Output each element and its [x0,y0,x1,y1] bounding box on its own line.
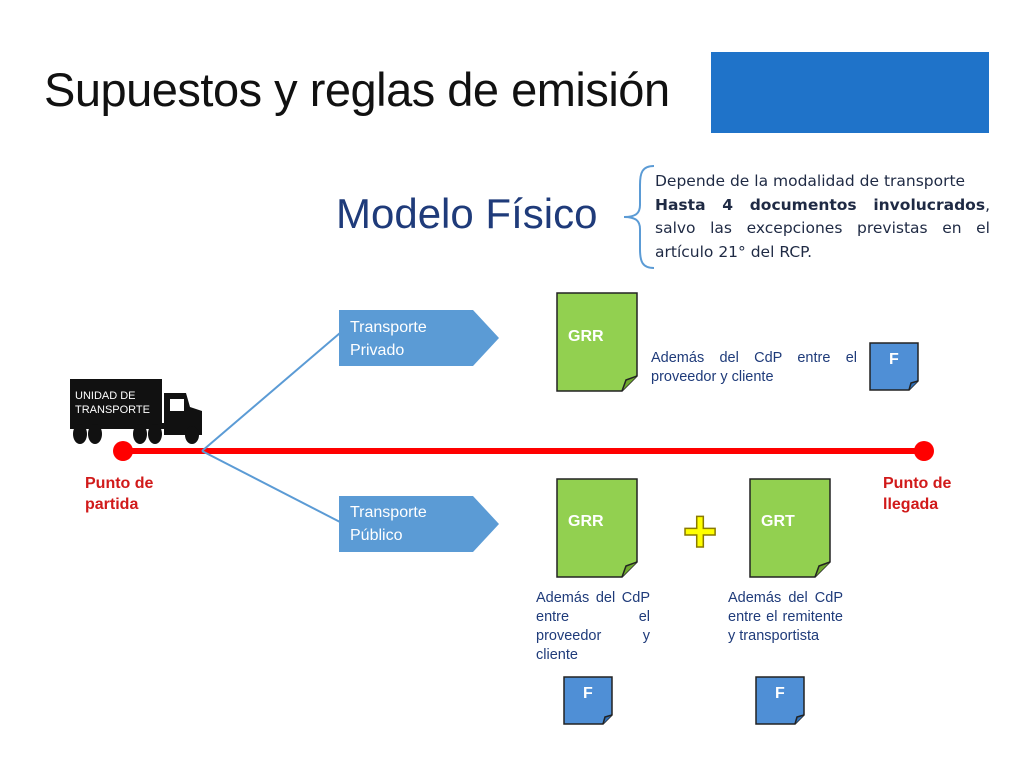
f-public-document-2 [755,676,805,725]
model-title: Modelo Físico [336,190,598,237]
plus-icon: + [682,498,719,565]
grr-private-document [556,292,638,392]
f-public-label-1: F [583,685,593,702]
start-point [113,441,133,461]
public-transport-line-2: Público [350,527,403,544]
truck-icon [70,379,202,444]
grr-private-label: GRR [568,328,604,345]
end-label-line-2: llegada [883,496,939,513]
f-private-document [869,342,919,391]
start-label-line-2: partida [85,496,139,513]
truck-label-line-2: TRANSPORTE [75,404,150,416]
truck-label: UNIDAD DE TRANSPORTE [75,389,150,417]
private-transport-shape [339,310,499,366]
note-bold-text: Hasta 4 documentos involucrados [655,195,986,214]
public-transport-shape [339,496,499,552]
slide-title: Supuestos y reglas de emisión [44,63,670,116]
connector-public [201,450,341,523]
public-transport-line-1: Transporte [350,504,427,521]
f-public-label-2: F [775,685,785,702]
end-label-line-1: Punto de [883,475,952,492]
public-note-2: Además del CdP entre el remitente y tran… [728,590,843,644]
end-point [914,441,934,461]
start-label: Punto de partida [85,473,153,515]
note-rest-text: , salvo las excepciones previstas en el … [655,195,990,261]
grt-public-document [749,478,831,578]
f-private-label: F [889,351,899,368]
curly-brace-icon [623,165,655,269]
grr-public-label: GRR [568,513,604,530]
truck-label-line-1: UNIDAD DE [75,390,136,402]
private-transport-line-1: Transporte [350,319,427,336]
private-transport-line-2: Privado [350,342,405,359]
start-label-line-1: Punto de [85,475,154,492]
model-note: Depende de la modalidad de transporte Ha… [655,170,990,264]
public-transport-label: Transporte Público [350,501,427,547]
private-note: Además del CdP entre el proveedor y clie… [651,350,857,385]
grt-public-label: GRT [761,513,795,530]
private-transport-label: Transporte Privado [350,316,427,362]
public-note-1: Además del CdP entre el proveedor y clie… [536,590,650,663]
end-label: Punto de llegada [883,473,951,515]
title-accent-bar [711,52,989,133]
note-line-1: Depende de la modalidad de transporte [655,172,966,190]
connector-private [201,332,341,452]
f-public-document-1 [563,676,613,725]
grr-public-document [556,478,638,578]
